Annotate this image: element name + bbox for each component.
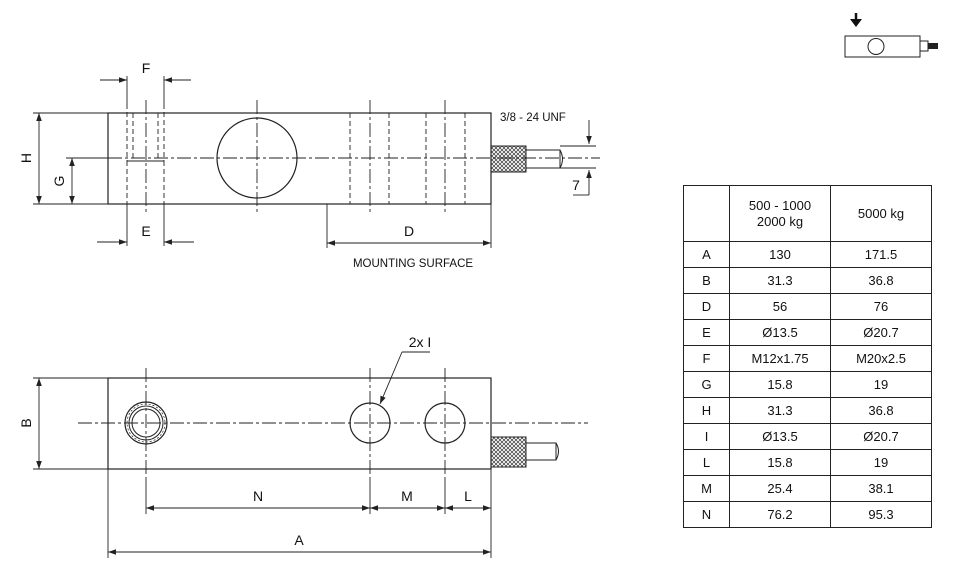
table-cell: Ø20.7 xyxy=(830,423,932,450)
cable xyxy=(525,149,561,169)
dim-label-f: F xyxy=(142,60,151,76)
top-view-dimensions: 2x I B N M L A xyxy=(18,334,492,558)
thread-label: 3/8 - 24 UNF xyxy=(500,112,566,124)
mounting-surface-label: MOUNTING SURFACE xyxy=(353,258,473,270)
table-dim-key: B xyxy=(683,267,730,294)
table-cell: Ø13.5 xyxy=(729,319,831,346)
dim-label-d: D xyxy=(404,223,414,239)
table-cell: 15.8 xyxy=(729,449,831,476)
table-dim-key: L xyxy=(683,449,730,476)
table-dim-key: H xyxy=(683,397,730,424)
table-cell: 171.5 xyxy=(830,241,932,268)
table-cell: 19 xyxy=(830,371,932,398)
table-dim-key: A xyxy=(683,241,730,268)
table-cell: 76 xyxy=(830,293,932,320)
table-cell: 95.3 xyxy=(830,501,932,528)
table-dim-key: E xyxy=(683,319,730,346)
table-dim-key: F xyxy=(683,345,730,372)
dim-label-m: M xyxy=(401,488,413,504)
table-cell: 31.3 xyxy=(729,397,831,424)
table-cell: 31.3 xyxy=(729,267,831,294)
cable-gland-top xyxy=(490,436,527,468)
side-body-outline xyxy=(107,112,492,205)
top-body-outline xyxy=(107,377,492,470)
dim-label-g: G xyxy=(51,176,67,187)
side-view xyxy=(85,100,600,212)
dim-label-b: B xyxy=(18,418,34,427)
table-cell: 56 xyxy=(729,293,831,320)
cable-gland xyxy=(490,145,527,173)
table-cell: Ø13.5 xyxy=(729,423,831,450)
table-cell: 15.8 xyxy=(729,371,831,398)
table-header-cell: 5000 kg xyxy=(830,185,932,242)
table-cell: 25.4 xyxy=(729,475,831,502)
table-cell: 36.8 xyxy=(830,397,932,424)
table-header-cell xyxy=(683,185,730,242)
table-cell: Ø20.7 xyxy=(830,319,932,346)
table-cell: M20x2.5 xyxy=(830,345,932,372)
orientation-icon xyxy=(844,13,938,58)
table-cell: 36.8 xyxy=(830,267,932,294)
table-cell: 19 xyxy=(830,449,932,476)
table-cell: 76.2 xyxy=(729,501,831,528)
side-view-dimensions: F E H G D MOUNTING SURFACE 3/8 - 24 UNF … xyxy=(18,60,596,270)
holes-label: 2x I xyxy=(409,334,432,350)
table-dim-key: I xyxy=(683,423,730,450)
table-cell: M12x1.75 xyxy=(729,345,831,372)
top-view xyxy=(78,368,588,478)
table-cell: 130 xyxy=(729,241,831,268)
table-dim-key: D xyxy=(683,293,730,320)
table-dim-key: M xyxy=(683,475,730,502)
dim-label-e: E xyxy=(141,223,150,239)
dim-label-7: 7 xyxy=(572,177,580,193)
table-dim-key: G xyxy=(683,371,730,398)
table-dim-key: N xyxy=(683,501,730,528)
table-cell: 38.1 xyxy=(830,475,932,502)
cable-top xyxy=(525,442,557,461)
dim-label-a: A xyxy=(294,532,304,548)
dim-label-l: L xyxy=(464,488,472,504)
dim-label-h: H xyxy=(18,153,34,163)
dim-label-n: N xyxy=(253,488,263,504)
